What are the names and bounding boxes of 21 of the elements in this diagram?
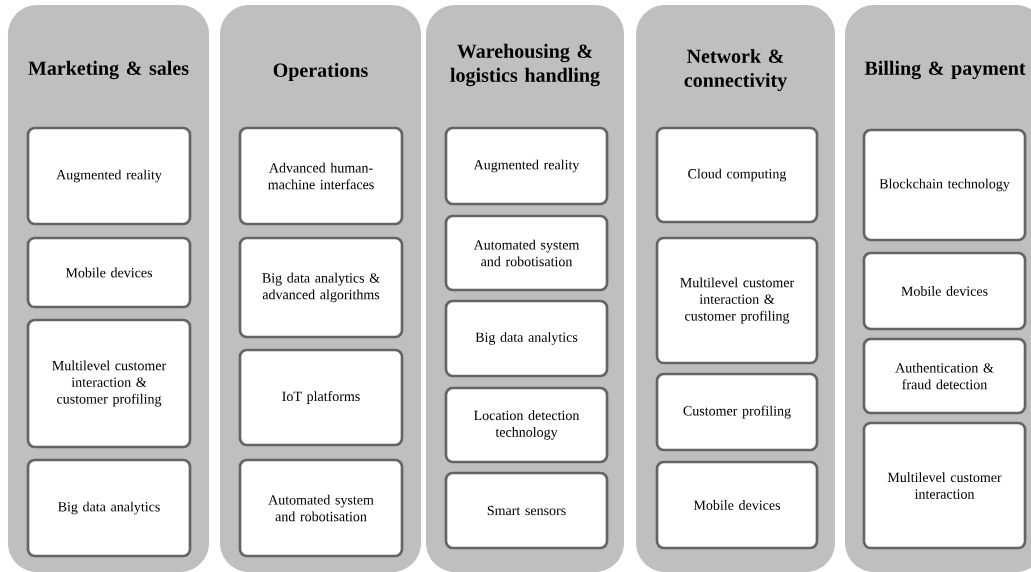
item-box: Big data analytics	[444, 299, 609, 378]
item-box: Smart sensors	[444, 471, 609, 550]
item-box: Multilevel customer interaction	[862, 421, 1027, 550]
item-box: Mobile devices	[26, 236, 192, 309]
item-box: Customer profiling	[655, 372, 819, 452]
item-box: Augmented reality	[26, 126, 192, 226]
item-box: Advanced human-machine interfaces	[238, 126, 404, 226]
item-box: Automated system and robotisation	[238, 458, 404, 558]
item-box: Big data analytics	[26, 458, 192, 558]
item-box: Multilevel customer interaction & customer profiling	[26, 318, 192, 449]
item-box: Mobile devices	[655, 460, 819, 550]
item-box: Authentication & fraud detection	[862, 337, 1027, 415]
item-box: Multilevel customer interaction & customer profiling	[655, 236, 819, 365]
item-box: Augmented reality	[444, 126, 609, 206]
item-box: Location detection technology	[444, 386, 609, 464]
item-box: IoT platforms	[238, 348, 404, 447]
item-box: Automated system and robotisation	[444, 214, 609, 292]
item-box: Big data analytics & advanced algorithms	[238, 236, 404, 339]
item-box: Blockchain technology	[862, 128, 1027, 242]
item-box: Mobile devices	[862, 251, 1027, 331]
item-box: Cloud computing	[655, 126, 819, 224]
